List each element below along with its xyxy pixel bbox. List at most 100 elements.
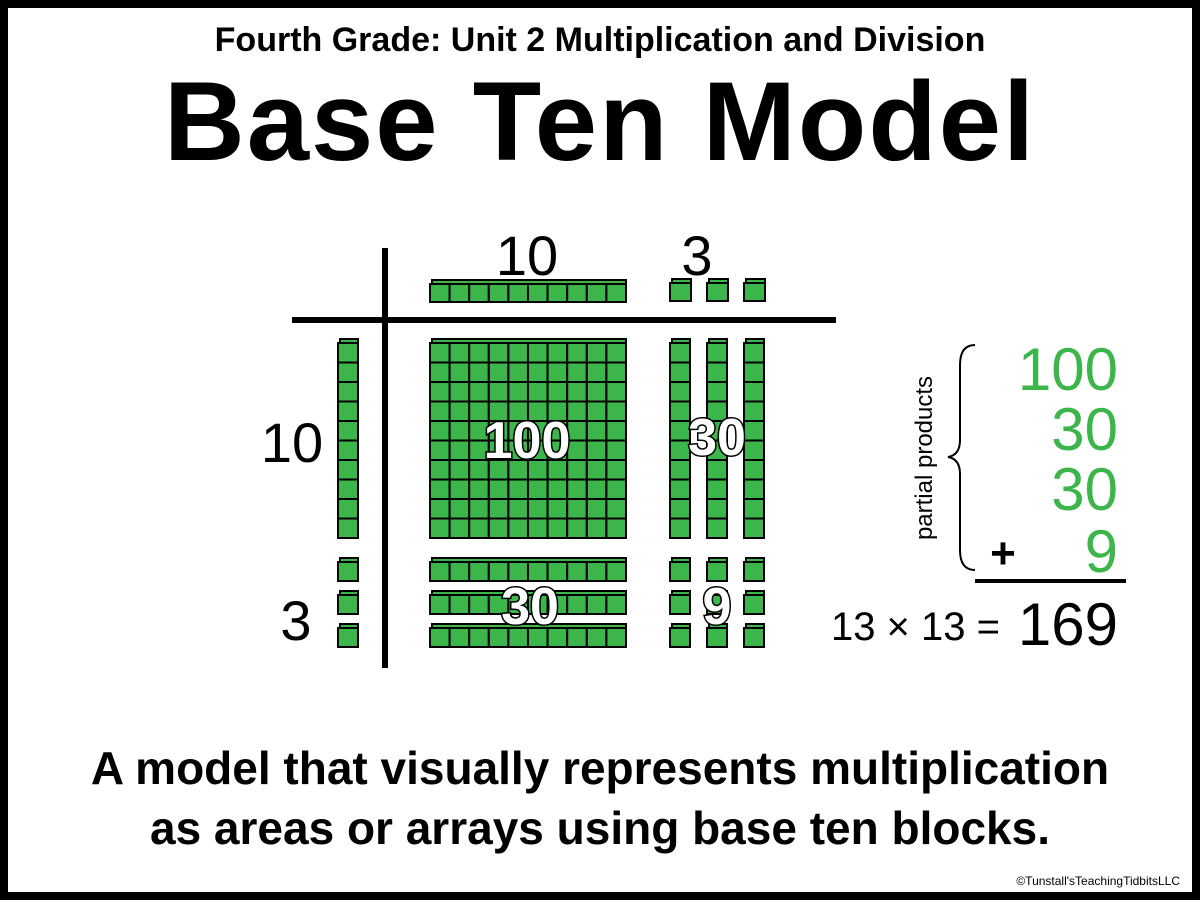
unit-square — [743, 517, 765, 539]
unit-square — [605, 283, 628, 303]
unit-cube — [706, 623, 728, 648]
ten-rod-vertical — [669, 338, 691, 539]
unit-square — [585, 283, 608, 303]
unit-square — [585, 420, 608, 442]
unit-square — [706, 561, 728, 582]
unit-square — [546, 478, 569, 500]
unit-cube — [743, 557, 765, 582]
unit-square — [743, 439, 765, 461]
rods-bottom-value-label: 30 — [501, 578, 559, 636]
ten-rod-vertical — [706, 338, 728, 539]
partial-product-3: 30 — [1051, 456, 1118, 523]
unit-square — [605, 594, 628, 615]
top-ten-rod — [429, 279, 628, 303]
units-value-label: 9 — [703, 578, 732, 636]
unit-square — [669, 282, 692, 302]
unit-square — [605, 627, 628, 648]
unit-square — [669, 561, 691, 582]
unit-square — [706, 627, 728, 648]
unit-square — [448, 594, 471, 615]
unit-cube — [669, 557, 691, 582]
unit-square — [585, 439, 608, 461]
left-unit-cube — [337, 623, 359, 648]
unit-square — [429, 361, 451, 383]
unit-square — [566, 561, 588, 582]
unit-square — [448, 400, 471, 422]
partial-product-4: 9 — [1085, 518, 1118, 585]
unit-square — [605, 361, 628, 383]
unit-square — [743, 361, 765, 383]
unit-square — [669, 594, 691, 615]
unit-square — [487, 381, 510, 403]
unit-square — [605, 478, 628, 500]
unit-square — [566, 283, 588, 303]
unit-square — [743, 420, 765, 442]
unit-square — [605, 439, 628, 461]
page-title: Base Ten Model — [163, 59, 1037, 184]
unit-square — [669, 361, 691, 383]
unit-square — [605, 420, 628, 442]
unit-square — [706, 361, 728, 383]
unit-square — [429, 381, 451, 403]
top-unit-cube — [706, 278, 729, 302]
unit-square — [448, 283, 471, 303]
flat-value-label: 100 — [484, 412, 571, 470]
unit-square — [429, 478, 451, 500]
unit-square — [468, 283, 490, 303]
unit-square — [585, 517, 608, 539]
unit-square — [507, 478, 529, 500]
unit-square — [337, 342, 359, 364]
unit-square — [566, 517, 588, 539]
unit-square — [585, 381, 608, 403]
side-label-tens: 10 — [261, 411, 323, 474]
base-ten-blocks — [337, 278, 766, 648]
unit-square — [468, 498, 490, 520]
unit-square — [706, 478, 728, 500]
unit-square — [487, 517, 510, 539]
unit-square — [706, 282, 729, 302]
unit-square — [669, 498, 691, 520]
unit-square — [487, 478, 510, 500]
unit-square — [605, 459, 628, 481]
unit-square — [706, 594, 728, 615]
unit-square — [448, 498, 471, 520]
unit-square — [566, 627, 588, 648]
unit-square — [743, 478, 765, 500]
unit-square — [337, 400, 359, 422]
unit-square — [669, 517, 691, 539]
unit-square — [566, 361, 588, 383]
base-ten-diagram: 10 3 10 3 100 30 30 9 partial products 1… — [261, 224, 1126, 668]
unit-square — [527, 381, 549, 403]
unit-square — [507, 381, 529, 403]
unit-square — [527, 478, 549, 500]
unit-square — [507, 517, 529, 539]
unit-square — [706, 381, 728, 403]
unit-cube — [669, 590, 691, 615]
unit-square — [448, 627, 471, 648]
unit-square — [605, 498, 628, 520]
unit-subtitle: Fourth Grade: Unit 2 Multiplication and … — [214, 21, 986, 59]
unit-square — [468, 627, 490, 648]
unit-square — [337, 478, 359, 500]
unit-square — [337, 594, 359, 615]
unit-square — [448, 459, 471, 481]
unit-square — [605, 517, 628, 539]
unit-square — [743, 594, 765, 615]
unit-square — [585, 594, 608, 615]
unit-square — [448, 439, 471, 461]
unit-square — [605, 342, 628, 364]
unit-square — [669, 342, 691, 364]
unit-square — [448, 420, 471, 442]
unit-square — [337, 627, 359, 648]
unit-square — [429, 627, 451, 648]
unit-square — [605, 400, 628, 422]
unit-square — [743, 627, 765, 648]
unit-square — [487, 361, 510, 383]
unit-square — [706, 498, 728, 520]
unit-square — [429, 561, 451, 582]
unit-square — [743, 561, 765, 582]
unit-square — [585, 478, 608, 500]
partial-product-1: 100 — [1018, 336, 1118, 403]
unit-cube — [706, 590, 728, 615]
unit-square — [448, 342, 471, 364]
